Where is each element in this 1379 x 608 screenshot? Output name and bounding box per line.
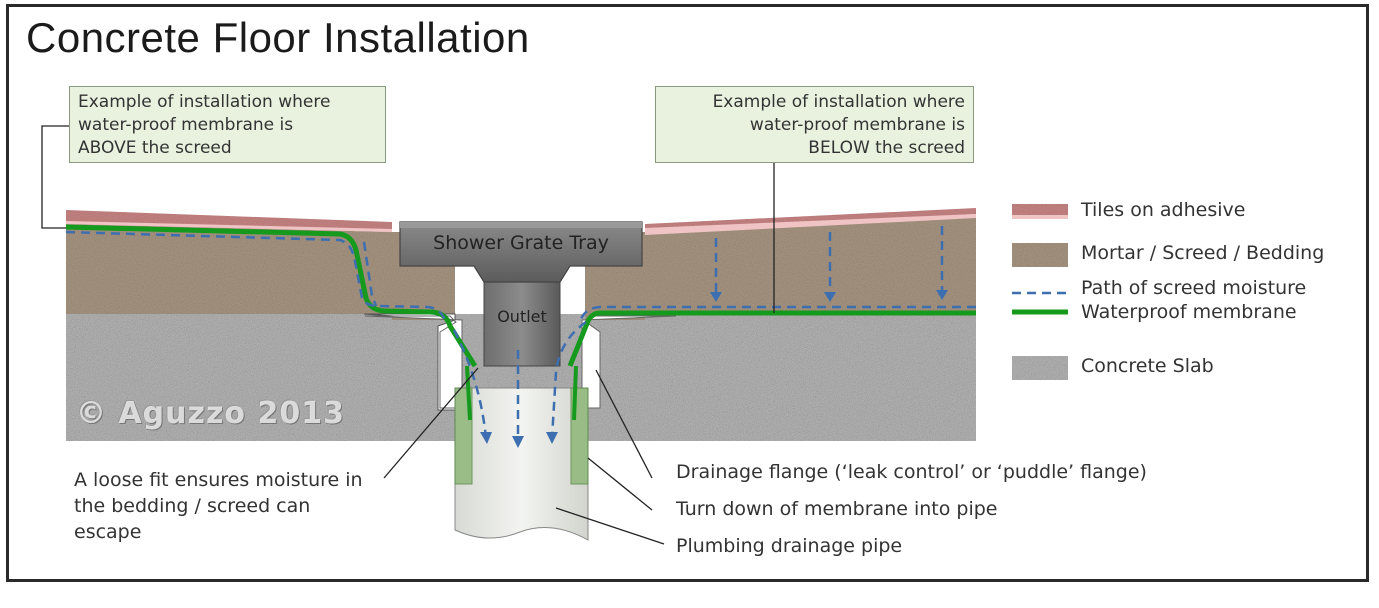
legend-swatch-concrete bbox=[1012, 356, 1068, 380]
legend-label-mortar: Mortar / Screed / Bedding bbox=[1081, 242, 1325, 264]
shower-grate-tray-label: Shower Grate Tray bbox=[433, 232, 609, 254]
callout-above-line-2: water-proof membrane is bbox=[78, 115, 294, 135]
annotation-turn-down: Turn down of membrane into pipe bbox=[676, 498, 998, 520]
callout-below-screed: Example of installation where water-proo… bbox=[655, 86, 974, 163]
legend-label-tiles: Tiles on adhesive bbox=[1081, 199, 1246, 221]
mortar-right bbox=[645, 214, 976, 314]
annotation-loose-fit-line-2: the bedding / screed can bbox=[74, 495, 311, 517]
outlet-label: Outlet bbox=[497, 307, 547, 326]
annotation-drainage-flange: Drainage flange (‘leak control’ or ‘pudd… bbox=[676, 461, 1147, 483]
annotation-loose-fit-line-1: A loose fit ensures moisture in bbox=[74, 469, 363, 491]
membrane-right bbox=[567, 310, 976, 421]
legend-swatches bbox=[1012, 204, 1070, 380]
diagram-title: Concrete Floor Installation bbox=[26, 14, 530, 61]
shower-grate-tray bbox=[399, 221, 643, 283]
annotation-loose-fit: A loose fit ensures moisture in the bedd… bbox=[74, 467, 363, 545]
annotation-loose-fit-line-3: escape bbox=[74, 521, 142, 543]
callout-above-screed: Example of installation where water-proo… bbox=[69, 86, 386, 163]
mortar-left bbox=[66, 224, 392, 314]
tiles-left bbox=[66, 210, 392, 232]
copyright-watermark: © Aguzzo 2013 bbox=[76, 396, 345, 431]
callout-below-line-3: BELOW the screed bbox=[808, 138, 965, 158]
legend-label-concrete: Concrete Slab bbox=[1081, 355, 1214, 377]
leader-lines bbox=[41, 125, 775, 545]
annotation-drainage-pipe: Plumbing drainage pipe bbox=[676, 535, 903, 557]
legend-label-membrane: Waterproof membrane bbox=[1081, 301, 1297, 323]
drainage-pipe bbox=[454, 387, 589, 541]
legend-swatch-mortar bbox=[1012, 243, 1068, 267]
callout-above-line-1: Example of installation where bbox=[78, 92, 331, 112]
legend-label-moisture: Path of screed moisture bbox=[1081, 277, 1307, 299]
moisture-arrowheads bbox=[480, 290, 948, 448]
moisture-paths bbox=[65, 226, 976, 440]
legend-swatch-tiles bbox=[1012, 204, 1068, 218]
callout-above-line-3: ABOVE the screed bbox=[78, 138, 232, 158]
tiles-right bbox=[645, 208, 976, 235]
callout-below-line-1: Example of installation where bbox=[712, 92, 965, 112]
outlet-body bbox=[483, 281, 561, 367]
callout-below-line-2: water-proof membrane is bbox=[749, 115, 965, 135]
